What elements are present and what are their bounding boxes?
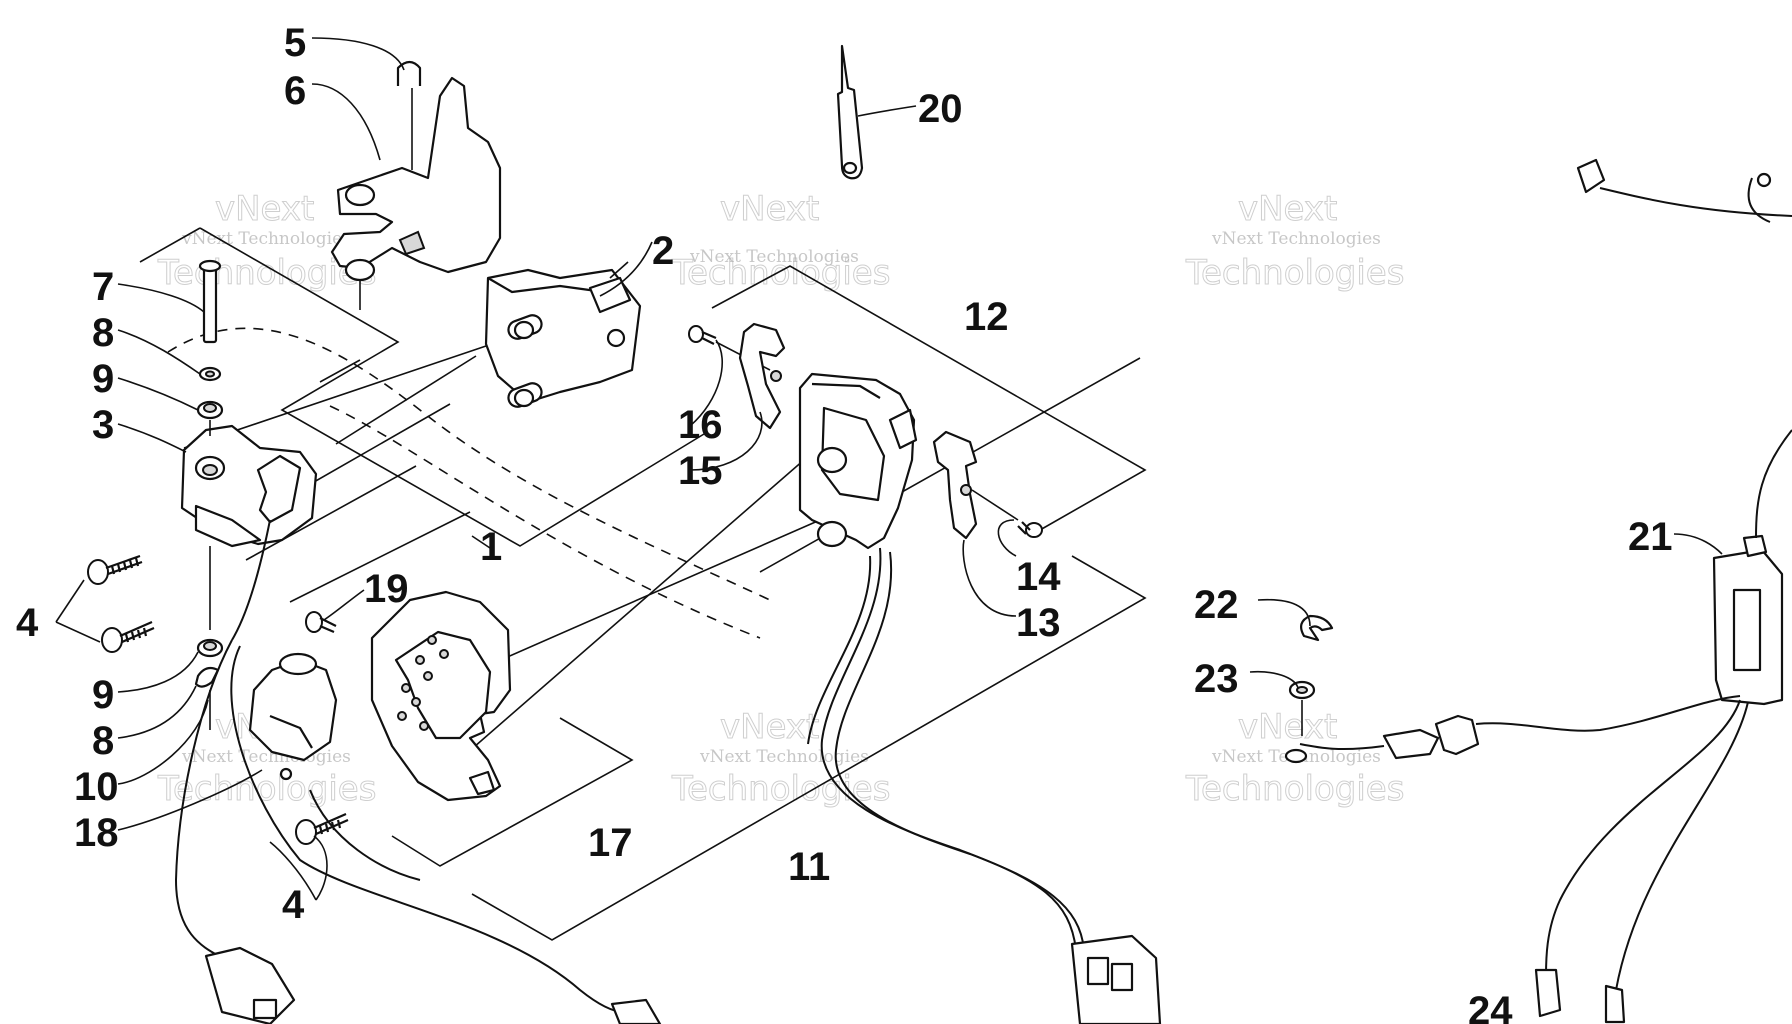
watermark-bottom-center: vNext vNext Technologies Technologies: [671, 707, 891, 810]
callout-18: 18: [74, 811, 119, 855]
leader-lines: [55, 37, 1723, 901]
svg-text:Technologies: Technologies: [1185, 253, 1404, 293]
callout-20: 20: [918, 87, 963, 131]
callout-12: 12: [964, 295, 1009, 339]
svg-text:vNext Technologies: vNext Technologies: [699, 747, 869, 767]
pin-part: [194, 259, 224, 730]
main-switch-part: [798, 372, 918, 550]
screw-bottom: [295, 812, 349, 845]
screw-upper: [87, 554, 143, 585]
callout-19: 19: [364, 567, 409, 611]
callout-10: 10: [74, 765, 119, 809]
svg-text:vNext: vNext: [1238, 707, 1337, 747]
screw-part-19: [305, 611, 337, 634]
callout-16: 16: [678, 403, 723, 447]
svg-text:Technologies: Technologies: [671, 253, 890, 293]
callout-11: 11: [788, 845, 830, 889]
watermark-top-right: vNext vNext Technologies Technologies: [1185, 189, 1405, 294]
callout-4-left: 4: [16, 601, 39, 645]
callout-15: 15: [678, 449, 723, 493]
svg-text:vNext: vNext: [720, 189, 819, 229]
switch-body-part: [484, 261, 642, 408]
svg-text:Technologies: Technologies: [157, 769, 376, 809]
bracket-11: [471, 555, 1147, 941]
lever-part-13: [932, 430, 1019, 540]
washer-part-23: [1288, 680, 1316, 736]
callout-14: 14: [1016, 555, 1061, 599]
callout-24: 24: [1468, 989, 1513, 1024]
screw-lower: [101, 620, 155, 653]
callout-6: 6: [284, 69, 306, 113]
bracket-1: [199, 227, 705, 547]
harness-part-21: [1284, 158, 1792, 1024]
svg-text:Technologies: Technologies: [1185, 769, 1404, 809]
callout-1: 1: [480, 525, 502, 569]
callout-2: 2: [652, 229, 674, 273]
cover-part: [248, 652, 338, 781]
callout-labels: 5 6 7 8 9 3 1 4 9 8 10 18 4 19 17 11 2 2…: [16, 21, 1673, 1024]
svg-text:vNext Technologies: vNext Technologies: [181, 747, 351, 767]
svg-text:vNext Technologies: vNext Technologies: [181, 229, 351, 249]
callout-7: 7: [92, 265, 114, 309]
tool-part-20: [836, 44, 864, 180]
watermark-top-center: vNext vNext Technologies Technologies: [671, 189, 891, 294]
callout-5: 5: [284, 21, 306, 65]
heater-cover-part: [370, 590, 512, 802]
bracket-17: [391, 717, 634, 867]
screw-part-14: [1017, 521, 1043, 538]
svg-text:vNext: vNext: [215, 189, 314, 229]
svg-text:vNext Technologies: vNext Technologies: [689, 247, 859, 267]
svg-text:vNext Technologies: vNext Technologies: [1211, 229, 1381, 249]
callout-8-upper: 8: [92, 311, 114, 355]
clamp-bracket-part: [330, 61, 502, 310]
callout-9-lower: 9: [92, 673, 114, 717]
screw-group-part-4: [87, 554, 349, 845]
callout-4-bottom: 4: [282, 883, 305, 927]
callout-21: 21: [1628, 515, 1673, 559]
callout-23: 23: [1194, 657, 1239, 701]
callout-17: 17: [588, 821, 633, 865]
wire-harness-group: [174, 547, 1162, 1024]
bracket-1-tail: [139, 227, 201, 263]
eclip-part-22: [1299, 614, 1334, 642]
callout-8-lower: 8: [92, 719, 114, 763]
lever-part-15: [738, 322, 786, 430]
svg-text:vNext: vNext: [1238, 189, 1337, 229]
callout-22: 22: [1194, 583, 1239, 627]
callout-9-upper: 9: [92, 357, 114, 401]
watermark-group: vNext vNext Technologies Technologies vN…: [157, 189, 1405, 810]
callout-13: 13: [1016, 601, 1061, 645]
bracket-12: [711, 265, 1147, 531]
callout-3: 3: [92, 403, 114, 447]
watermark-top-left: vNext vNext Technologies Technologies: [157, 189, 377, 294]
svg-text:vNext: vNext: [720, 707, 819, 747]
bracket-1-lower: [289, 511, 471, 603]
switch-housing-part: [180, 424, 318, 641]
